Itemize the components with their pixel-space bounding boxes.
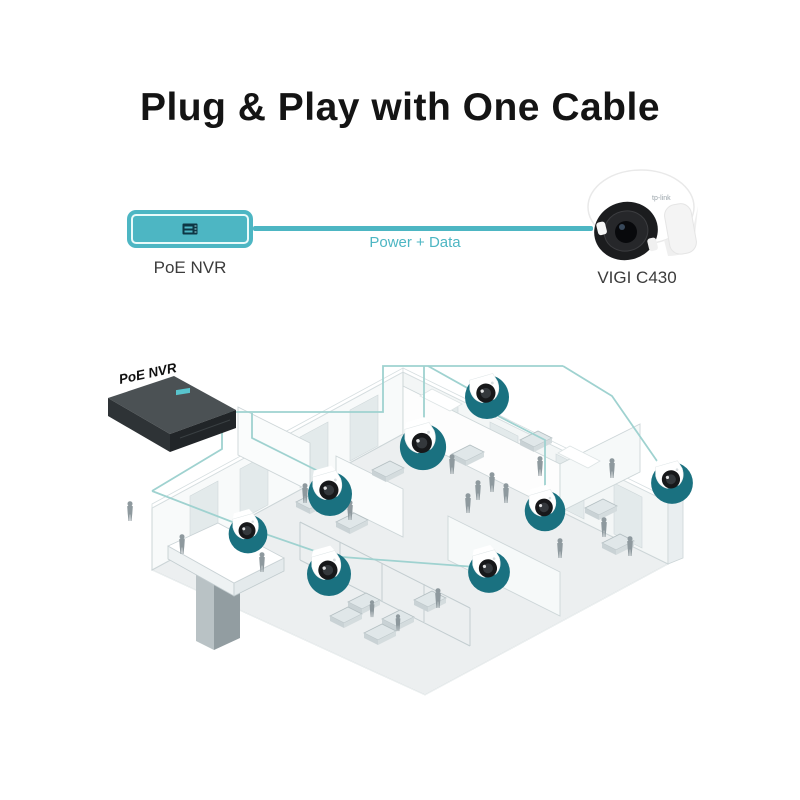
nvr-label: PoE NVR [153, 258, 227, 277]
poe-cable-network [151, 365, 667, 569]
camera-badge-8 [650, 454, 694, 505]
ac-vents [419, 388, 601, 469]
page-title: Plug & Play with One Cable [139, 86, 661, 129]
tplink-logo: tp-link [652, 195, 671, 202]
nvr-schematic-icon [127, 210, 253, 248]
camera-badge-1 [464, 366, 510, 420]
camera-model-label: VIGI C430 [597, 268, 677, 287]
poe-cable-line [253, 226, 593, 231]
nvr-port-icon [182, 223, 198, 235]
reception-desk [167, 522, 285, 597]
office-floorplan-illustration: PoE NVR [108, 360, 694, 696]
floorplan-nvr-device [108, 376, 236, 452]
cable-label: Power + Data [369, 234, 461, 251]
turret-camera-illustration: tp-link [587, 169, 698, 261]
nvr-inner-outline [131, 214, 249, 244]
